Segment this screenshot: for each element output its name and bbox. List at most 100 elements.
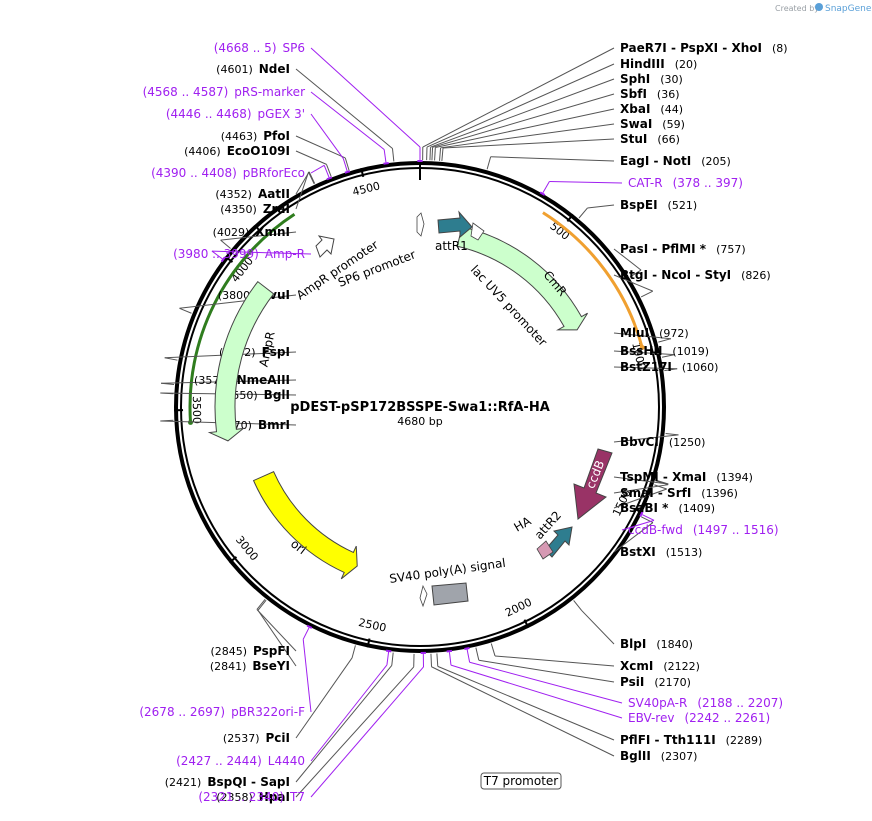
pbr322orif-connector-a bbox=[302, 627, 310, 640]
ndei-site-label: (4601)NdeI bbox=[216, 62, 290, 76]
xcmi-site-label: XcmI(2122) bbox=[620, 659, 700, 673]
tth111i-connector-a bbox=[436, 653, 439, 667]
sv40par-connector-b bbox=[469, 661, 623, 704]
xmai-site-label: TspMI - XmaI(1394) bbox=[620, 470, 753, 484]
sapi-connector-a bbox=[391, 652, 394, 666]
sv40par-connector-a bbox=[466, 649, 471, 663]
sp6-promoter-feature bbox=[416, 212, 425, 237]
hpai-site-label: (2358)HpaI bbox=[216, 790, 290, 804]
zrai-connector-a bbox=[308, 171, 315, 185]
ccdbfwd-connector-b bbox=[621, 519, 655, 531]
catr-connector-b bbox=[549, 180, 623, 184]
zrai-connector-b bbox=[295, 171, 310, 210]
ebvrev-mark bbox=[446, 649, 453, 653]
tick-mark bbox=[633, 507, 643, 514]
plasmid-title: pDEST-pSP172BSSPE-Swa1::RfA-HA bbox=[290, 400, 550, 415]
t7-promoter-box bbox=[480, 772, 562, 790]
tick-label: 2000 bbox=[503, 596, 534, 620]
stui-site-label: StuI(66) bbox=[620, 132, 680, 146]
sv40par-mark bbox=[464, 646, 470, 650]
bspei-connector-a bbox=[578, 207, 588, 219]
zrai-site-label: (4350)ZraI bbox=[220, 202, 290, 216]
pbrforeco-connector-b bbox=[310, 164, 325, 174]
psii-connector-b bbox=[478, 659, 615, 683]
bsshii-connector-b bbox=[613, 350, 675, 356]
attr1-feature bbox=[437, 210, 473, 239]
eco0109i-connector-b bbox=[295, 150, 327, 165]
sv40-feature bbox=[431, 582, 469, 606]
xmni-connector-b bbox=[220, 231, 297, 241]
bsabi-site-label: BsaBI *(1409) bbox=[620, 501, 715, 515]
bsabi-connector-a bbox=[654, 484, 667, 490]
sp6-connector-b bbox=[310, 47, 421, 148]
stui-connector-b bbox=[442, 138, 615, 149]
xbai-connector-a bbox=[434, 147, 436, 161]
pbrforeco-mark bbox=[326, 176, 333, 181]
pfoi-site-label: (4463)PfoI bbox=[221, 129, 290, 143]
t7-promoter-feature bbox=[419, 584, 428, 608]
pfoi-connector-b bbox=[295, 135, 346, 159]
ndei-connector-a bbox=[391, 148, 395, 162]
tick-label: 3000 bbox=[233, 533, 261, 563]
tick-mark bbox=[360, 167, 365, 178]
bseyi-connector-b bbox=[257, 610, 297, 667]
pbrforeco-primer-label: (4390 .. 4408)pBRforEco bbox=[151, 166, 305, 180]
catr-arc bbox=[542, 211, 644, 348]
pvui-connector-a bbox=[179, 307, 192, 314]
t7-promoter-label: T7 promoter bbox=[483, 774, 559, 788]
amprp-mark bbox=[220, 256, 226, 263]
styi-connector-b bbox=[613, 274, 653, 292]
blpi-site-label: BlpI(1840) bbox=[620, 637, 693, 651]
fspi-connector-a bbox=[164, 357, 178, 361]
bglii-connector-a bbox=[430, 653, 433, 667]
hpai-connector-b bbox=[295, 666, 415, 798]
ampr-feature bbox=[207, 280, 275, 442]
aatii-connector-b bbox=[295, 171, 310, 195]
sbfi-connector-a bbox=[431, 147, 434, 161]
psii-site-label: PsiI(2170) bbox=[620, 675, 691, 689]
ampr-promoter-feature bbox=[315, 235, 335, 258]
tick-mark bbox=[366, 638, 371, 648]
tth111i-connector-b bbox=[437, 665, 615, 741]
sphi-connector-b bbox=[430, 78, 615, 148]
catr-arc-end bbox=[639, 344, 645, 350]
tick-mark bbox=[566, 213, 574, 223]
tick-mark bbox=[228, 556, 238, 564]
tick-mark bbox=[523, 619, 530, 629]
bsshii-connector-a bbox=[661, 354, 675, 358]
sphi-site-label: SphI(30) bbox=[620, 72, 683, 86]
t7-connector-b bbox=[310, 666, 424, 798]
tick-label: 3500 bbox=[190, 396, 203, 424]
pcii-connector-a bbox=[351, 645, 356, 659]
pflmi-connector-a bbox=[629, 269, 642, 278]
bspei-site-label: BspEI(521) bbox=[620, 198, 697, 212]
stui-connector-a bbox=[441, 147, 444, 162]
tick-label: 4500 bbox=[351, 179, 381, 198]
bstxi-connector-b bbox=[613, 522, 654, 553]
pcii-connector-b bbox=[295, 657, 353, 739]
tick-label: 2500 bbox=[357, 616, 387, 635]
pbr322orif-primer-label: (2678 .. 2697)pBR322ori-F bbox=[139, 705, 305, 719]
eco0109i-connector-a bbox=[326, 164, 332, 177]
prsmarker-connector-a bbox=[383, 149, 387, 163]
styi-site-label: BtgI - NcoI - StyI(826) bbox=[620, 268, 771, 282]
prsmarker-primer-label: (4568 .. 4587)pRS-marker bbox=[143, 85, 305, 99]
sv40par-primer-label: SV40pA-R(2188 .. 2207) bbox=[628, 696, 783, 710]
ha-label: HA bbox=[512, 513, 535, 534]
pspfi-connector-b bbox=[256, 609, 297, 652]
mlui-connector-a bbox=[658, 338, 671, 343]
catr-mark bbox=[539, 191, 546, 196]
pbr322orif-mark bbox=[306, 624, 313, 629]
ccdb-feature bbox=[573, 448, 613, 520]
blpi-connector-a bbox=[573, 600, 583, 611]
catr-connector-a bbox=[542, 181, 550, 194]
xhoi-site-label: PaeR7I - PspXI - XhoI(8) bbox=[620, 41, 788, 55]
l4440-primer-label: (2427 .. 2444)L4440 bbox=[176, 754, 305, 768]
pbrforeco-connector-a bbox=[323, 165, 330, 178]
nmeaiii-site-label: (3578)NmeAIII bbox=[194, 373, 290, 387]
sbfi-site-label: SbfI(36) bbox=[620, 87, 680, 101]
swai-site-label: SwaI(59) bbox=[620, 117, 685, 131]
xbai-site-label: XbaI(44) bbox=[620, 102, 683, 116]
l4440-connector-a bbox=[386, 651, 390, 665]
xmni-site-label: (4029)XmnI bbox=[213, 225, 290, 239]
